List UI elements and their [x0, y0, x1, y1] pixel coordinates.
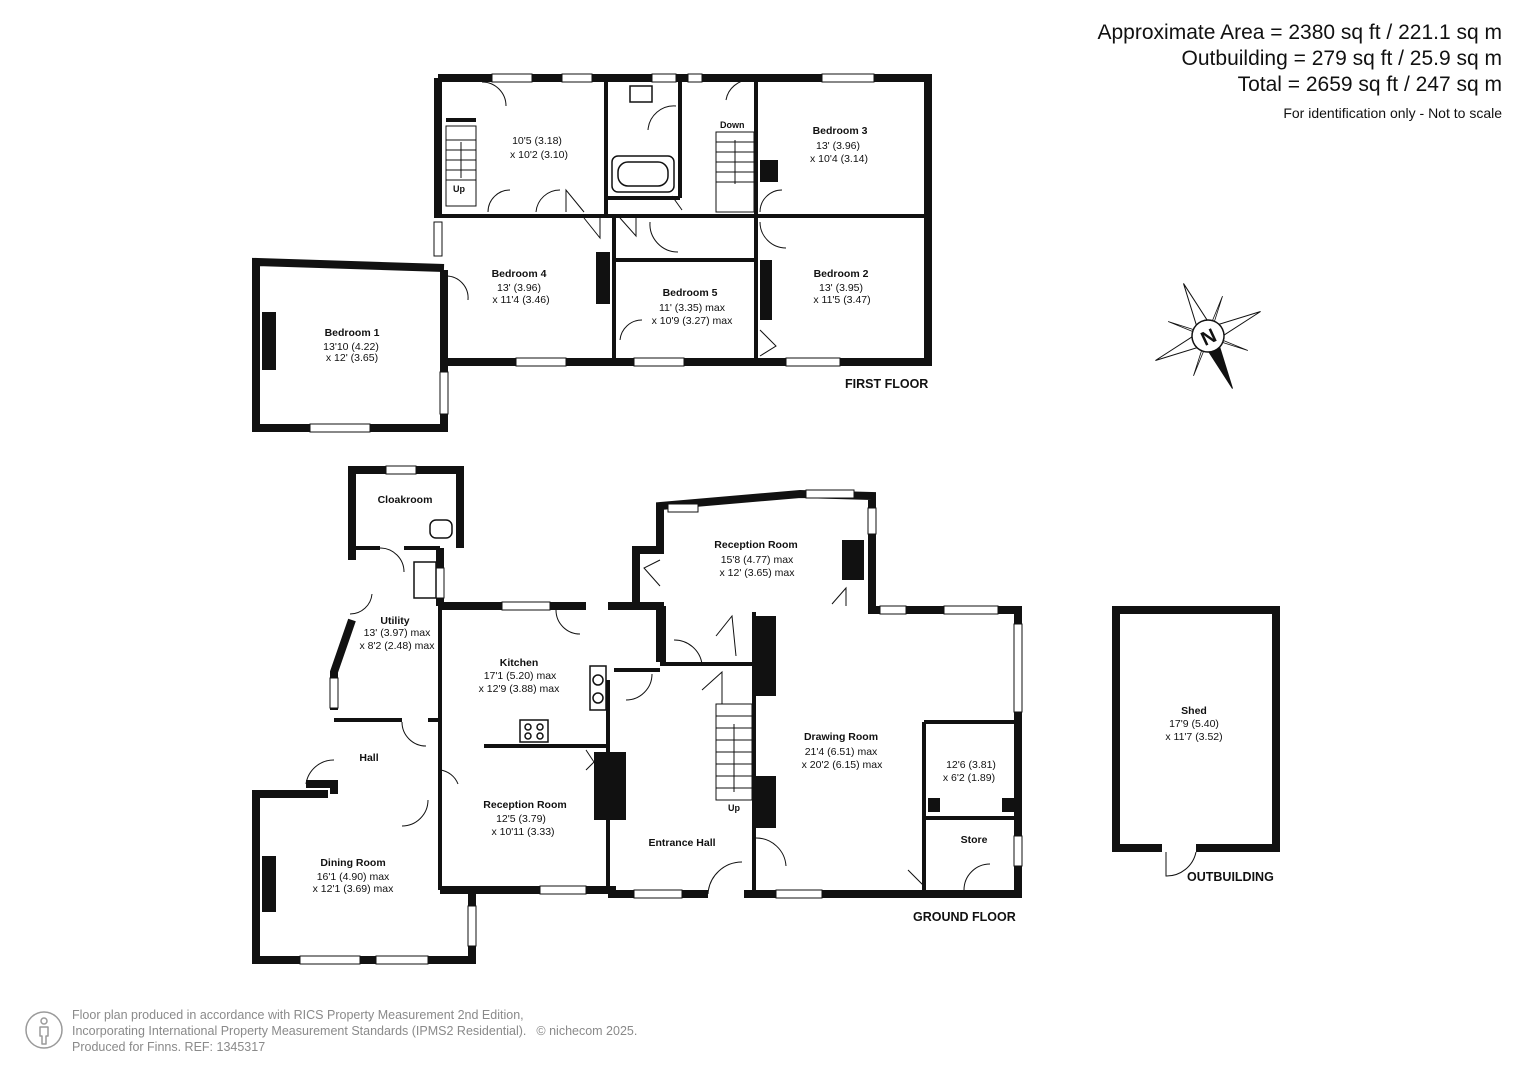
chimney-breast	[262, 856, 276, 912]
bedroom1-dim1: 13'10 (4.22)	[323, 341, 379, 353]
bedroom2-name: Bedroom 2	[814, 268, 869, 280]
footer-line-2: Incorporating International Property Mea…	[72, 1024, 527, 1038]
reception-room-upper-dim1: 15'8 (4.77) max	[721, 554, 794, 566]
landing-room-dim2: x 10'2 (3.10)	[510, 149, 568, 161]
landing-room-dim1: 10'5 (3.18)	[512, 135, 562, 147]
outbuilding-label: OUTBUILDING	[1187, 870, 1274, 884]
outbuilding-plan	[1112, 606, 1280, 852]
reception-room-upper-name: Reception Room	[714, 539, 797, 551]
first-floor-doors	[445, 79, 787, 357]
hall-name: Hall	[359, 752, 378, 764]
store-dim1: 12'6 (3.81)	[946, 759, 996, 771]
store-name: Store	[961, 834, 988, 846]
first-floor-label: FIRST FLOOR	[845, 377, 928, 391]
outbuilding-area-text: Outbuilding = 279 sq ft / 25.9 sq m	[1181, 47, 1502, 70]
chimney-breast	[596, 252, 610, 304]
chimney-breast	[754, 776, 776, 828]
scale-note: For identification only - Not to scale	[1283, 105, 1502, 121]
bedroom4-name: Bedroom 4	[492, 268, 547, 280]
bedroom5-name: Bedroom 5	[663, 287, 718, 299]
approximate-area-text: Approximate Area = 2380 sq ft / 221.1 sq…	[1097, 21, 1503, 44]
chimney-breast	[760, 160, 778, 182]
bedroom1-name: Bedroom 1	[325, 327, 380, 339]
reception-room-upper-dim2: x 12' (3.65) max	[720, 567, 796, 579]
kitchen-name: Kitchen	[500, 657, 539, 669]
bedroom3-dim1: 13' (3.96)	[816, 140, 860, 152]
footer-line-2-wrap: Incorporating International Property Mea…	[72, 1023, 637, 1039]
chimney-breast	[754, 616, 776, 696]
first-floor-down-label: Down	[720, 120, 745, 130]
bedroom5-dim1: 11' (3.35) max	[659, 302, 726, 314]
reception-room-lower-dim1: 12'5 (3.79)	[496, 813, 546, 825]
bedroom3-name: Bedroom 3	[813, 125, 868, 137]
bathroom-fixtures	[611, 85, 675, 193]
drawing-room-name: Drawing Room	[804, 731, 878, 743]
compass-icon	[1155, 283, 1261, 389]
dining-room-dim1: 16'1 (4.90) max	[317, 871, 390, 883]
footer-line-3: Produced for Finns. REF: 1345317	[72, 1040, 266, 1054]
kitchen-fixtures	[413, 519, 607, 743]
cloakroom-name: Cloakroom	[378, 494, 433, 506]
drawing-room-dim1: 21'4 (6.51) max	[805, 746, 878, 758]
utility-dim1: 13' (3.97) max	[364, 627, 432, 639]
store-dim2: x 6'2 (1.89)	[943, 772, 995, 784]
entrance-hall-name: Entrance Hall	[648, 837, 715, 849]
footer-notes: Floor plan produced in accordance with R…	[72, 1007, 637, 1055]
bedroom4-dim1: 13' (3.96)	[497, 282, 541, 294]
person-info-icon	[25, 1011, 63, 1049]
dining-room-dim2: x 12'1 (3.69) max	[313, 883, 395, 895]
chimney-breast	[760, 260, 772, 320]
utility-dim2: x 8'2 (2.48) max	[360, 640, 436, 652]
shed-name: Shed	[1181, 705, 1207, 717]
chimney-breast	[928, 798, 940, 812]
chimney-breast	[1002, 798, 1014, 812]
first-floor-stairs	[445, 125, 755, 213]
bedroom2-dim2: x 11'5 (3.47)	[813, 294, 870, 306]
first-floor-up-label: Up	[453, 184, 465, 194]
ground-floor-up-label: Up	[728, 803, 740, 813]
reception-room-lower-dim2: x 10'11 (3.33)	[491, 826, 554, 838]
chimney-breast	[594, 752, 626, 820]
bedroom3-dim2: x 10'4 (3.14)	[810, 153, 868, 165]
dining-room-name: Dining Room	[320, 857, 385, 869]
reception-room-lower-name: Reception Room	[483, 799, 566, 811]
chimney-breast	[842, 540, 864, 580]
bedroom2-dim1: 13' (3.95)	[819, 282, 863, 294]
bedroom4-dim2: x 11'4 (3.46)	[492, 294, 549, 306]
shed-dim1: 17'9 (5.40)	[1169, 718, 1219, 730]
first-floor-internal-walls	[438, 80, 928, 362]
shed-dim2: x 11'7 (3.52)	[1165, 731, 1222, 743]
total-area-text: Total = 2659 sq ft / 247 sq m	[1237, 73, 1502, 96]
area-summary: Approximate Area = 2380 sq ft / 221.1 sq…	[1098, 20, 1503, 128]
utility-name: Utility	[380, 615, 409, 627]
chimney-breast	[262, 312, 276, 370]
drawing-room-dim2: x 20'2 (6.15) max	[802, 759, 884, 771]
kitchen-dim1: 17'1 (5.20) max	[484, 670, 557, 682]
shed-door	[1165, 851, 1197, 877]
bedroom1-dim2: x 12' (3.65)	[326, 352, 378, 364]
footer-copyright: © nichecom 2025.	[536, 1024, 638, 1038]
ground-floor-doors	[305, 547, 991, 895]
footer-line-1: Floor plan produced in accordance with R…	[72, 1008, 524, 1022]
bedroom5-dim2: x 10'9 (3.27) max	[652, 315, 734, 327]
kitchen-dim2: x 12'9 (3.88) max	[479, 683, 561, 695]
ground-floor-stairs	[715, 703, 753, 801]
first-floor-windows	[309, 73, 875, 433]
ground-floor-windows	[299, 465, 1023, 965]
ground-floor-label: GROUND FLOOR	[913, 910, 1016, 924]
